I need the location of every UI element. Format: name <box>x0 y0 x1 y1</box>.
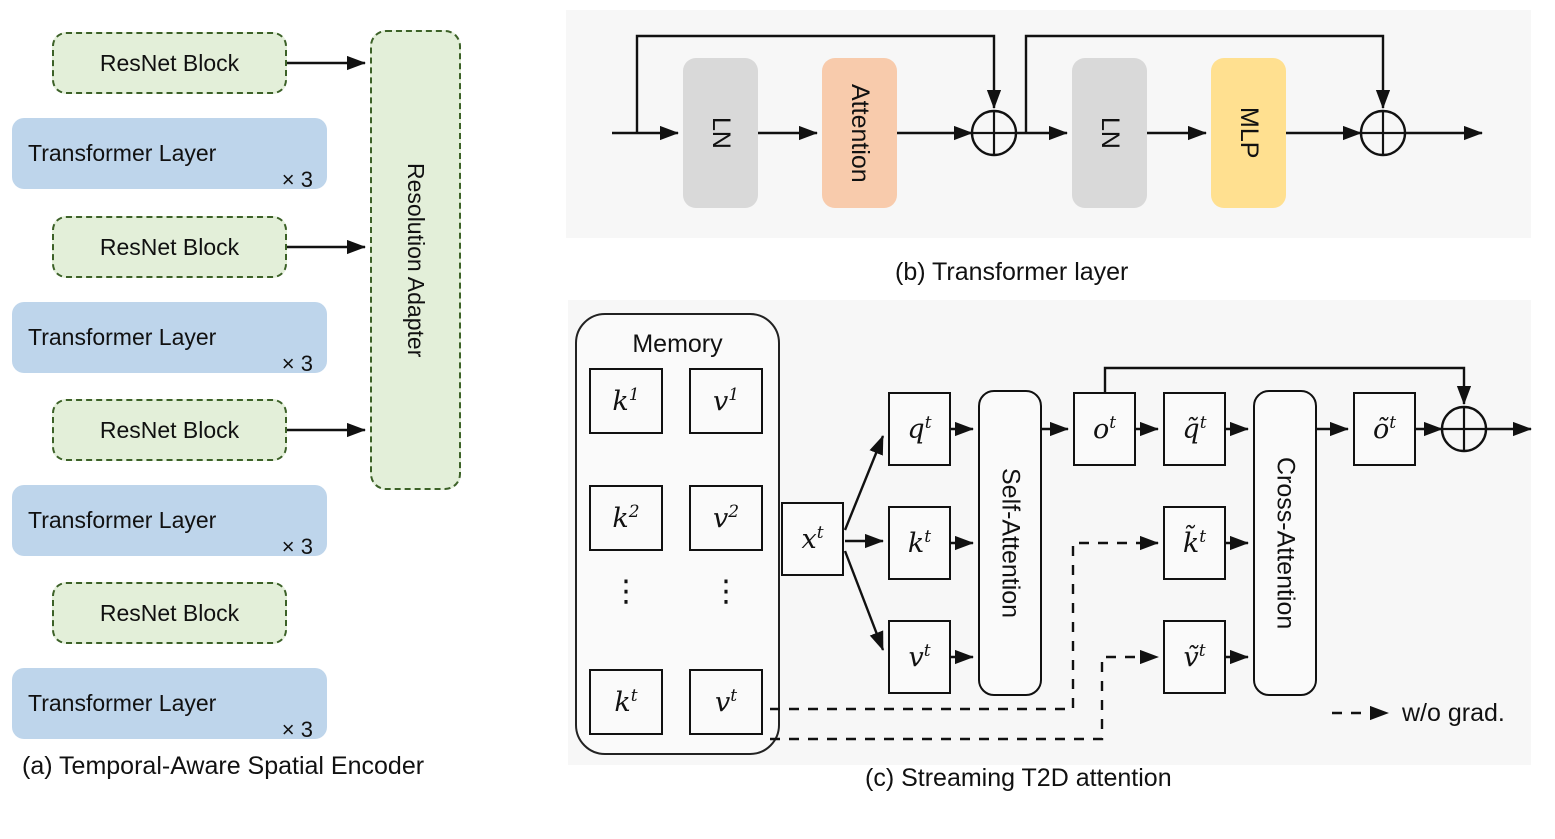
layernorm-label: LN <box>1096 117 1124 149</box>
memory-k2-label: k2 <box>612 502 640 534</box>
resnet-block-2: ResNet Block <box>52 216 287 278</box>
memory-ellipsis-k: ⋮ <box>611 575 641 608</box>
tilde-value-box: ṽt <box>1163 620 1226 694</box>
panel-a-temporal-aware-spatial-encoder: ResNet Block Transformer Layer × 3 ResNe… <box>0 0 555 839</box>
resnet-block-label: ResNet Block <box>99 49 240 76</box>
caption-panel-c: (c) Streaming T2D attention <box>865 764 1172 792</box>
resnet-block-label: ResNet Block <box>99 416 240 443</box>
legend-label: w/o grad. <box>1402 699 1505 727</box>
caption-panel-b: (b) Transformer layer <box>895 258 1129 286</box>
memory-k1-label: k1 <box>612 385 640 417</box>
transformer-layer-label: Transformer Layer <box>28 140 217 166</box>
transformer-layer-3: Transformer Layer × 3 <box>12 485 327 559</box>
mlp-block: MLP <box>1211 58 1286 208</box>
layernorm-block-1: LN <box>683 58 758 208</box>
cross-attention-block: Cross-Attention <box>1253 390 1317 696</box>
tilde-key-box: k̃t <box>1163 506 1226 580</box>
caption-panel-a: (a) Temporal-Aware Spatial Encoder <box>22 752 425 780</box>
input-xt-label: xt <box>801 523 824 555</box>
output-ot-box: ot <box>1073 392 1136 466</box>
value-vt-label: vt <box>908 641 931 673</box>
memory-ellipsis-v: ⋮ <box>711 575 741 608</box>
key-kt-label: kt <box>907 527 932 559</box>
transformer-layer-label: Transformer Layer <box>28 324 217 350</box>
memory-title: Memory <box>632 330 723 358</box>
tilde-query-label: q̃t <box>1182 413 1207 445</box>
transformer-layer-4: Transformer Layer × 3 <box>12 668 327 742</box>
repeat-count: × 3 <box>281 534 313 559</box>
self-attention-label: Self-Attention <box>996 467 1025 619</box>
key-kt-box: kt <box>888 506 951 580</box>
tilde-output-label: õt <box>1372 413 1397 445</box>
mlp-label: MLP <box>1235 107 1263 159</box>
repeat-count: × 3 <box>281 167 313 192</box>
resnet-block-1: ResNet Block <box>52 32 287 94</box>
memory-cell-k2: k2 <box>589 485 663 551</box>
memory-cell-kt: kt <box>589 669 663 735</box>
resnet-block-4: ResNet Block <box>52 582 287 644</box>
query-qt-box: qt <box>888 392 951 466</box>
layernorm-block-2: LN <box>1072 58 1147 208</box>
resnet-block-label: ResNet Block <box>99 233 240 260</box>
resnet-block-3: ResNet Block <box>52 399 287 461</box>
transformer-layer-label: Transformer Layer <box>28 690 217 716</box>
input-xt-box: xt <box>781 502 844 576</box>
layernorm-label: LN <box>707 117 735 149</box>
memory-v2-label: v2 <box>712 502 740 534</box>
resolution-adapter-label: Resolution Adapter <box>403 162 429 358</box>
memory-cell-k1: k1 <box>589 368 663 434</box>
tilde-value-label: ṽt <box>1183 641 1206 673</box>
memory-kt-label: kt <box>614 686 638 718</box>
memory-vt-label: vt <box>714 686 738 718</box>
resolution-adapter-block: Resolution Adapter <box>370 30 461 490</box>
query-qt-label: qt <box>907 413 932 445</box>
tilde-query-box: q̃t <box>1163 392 1226 466</box>
transformer-layer-1: Transformer Layer × 3 <box>12 118 327 192</box>
attention-label: Attention <box>846 83 874 183</box>
tilde-output-box: õt <box>1353 392 1416 466</box>
memory-v1-label: v1 <box>712 385 740 417</box>
repeat-count: × 3 <box>281 351 313 376</box>
memory-cell-vt: vt <box>689 669 763 735</box>
output-ot-label: ot <box>1092 413 1117 445</box>
self-attention-block: Self-Attention <box>978 390 1042 696</box>
cross-attention-label: Cross-Attention <box>1271 456 1300 630</box>
repeat-count: × 3 <box>281 717 313 742</box>
attention-block: Attention <box>822 58 897 208</box>
transformer-layer-2: Transformer Layer × 3 <box>12 302 327 376</box>
memory-cell-v1: v1 <box>689 368 763 434</box>
value-vt-box: vt <box>888 620 951 694</box>
transformer-layer-label: Transformer Layer <box>28 507 217 533</box>
memory-cell-v2: v2 <box>689 485 763 551</box>
resnet-block-label: ResNet Block <box>99 599 240 626</box>
tilde-key-label: k̃t <box>1182 527 1207 559</box>
